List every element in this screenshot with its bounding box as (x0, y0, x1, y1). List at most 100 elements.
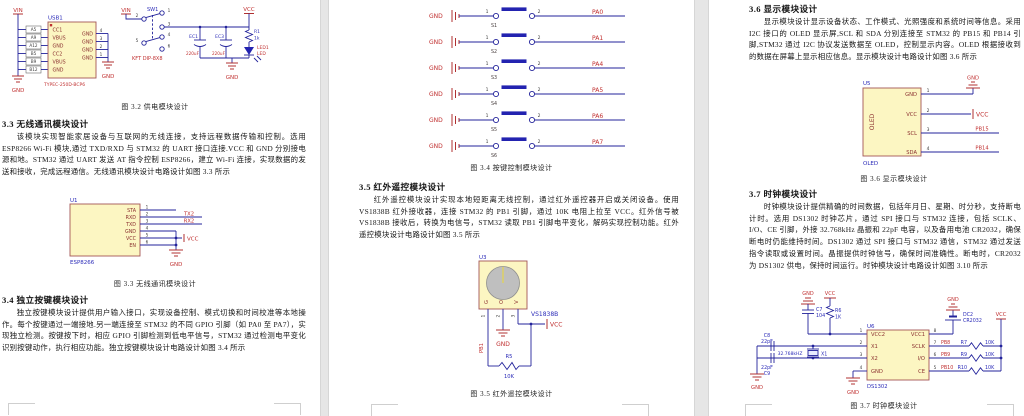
pin-number: 6 (934, 352, 937, 357)
vcc-label: VCC (976, 112, 988, 119)
pin-number: 2 (496, 314, 502, 317)
key-row: GND 1 2 S6 PA7 (429, 137, 625, 159)
pin-number: 1 (486, 87, 489, 93)
ir-designator: U3 (479, 255, 487, 261)
oled-inner-label: OLED (869, 113, 876, 130)
resistor-designator: R5 (506, 354, 513, 360)
vcc-label: VCC (243, 7, 255, 13)
pin-number: 1 (486, 61, 489, 67)
pin-label: TXD (125, 222, 136, 228)
pin-number: 4 (168, 32, 171, 37)
chip-designator: U1 (70, 198, 78, 204)
pin-number: 7 (934, 340, 937, 345)
pin-number: 3 (100, 36, 103, 41)
page-corner-mark (622, 404, 649, 416)
vcc-label: VCC (996, 312, 1007, 318)
key-row: GND 1 2 S4 PA5 (429, 85, 625, 107)
key-row: GND 1 2 S3 PA4 (429, 59, 625, 81)
figure-caption: 图 3.2 供电模块设计 (121, 103, 189, 111)
usb-inner-label: GND (53, 44, 64, 50)
resistor-value: 10K (985, 340, 995, 346)
battery-value: CR2032 (963, 318, 982, 324)
pin-number: 3 (927, 127, 930, 133)
usb-pin-name: B12 (29, 67, 38, 72)
usb-inner-label: CC1 (53, 28, 63, 34)
pin-number: 1 (860, 328, 863, 333)
crystal-value: 32.768kHZ (778, 351, 803, 357)
gnd-label: GND (429, 65, 443, 72)
led-designator: LED1 (257, 45, 269, 51)
pin-number: 3 (511, 314, 517, 317)
cap-value: 220uF (212, 51, 226, 56)
key-designator: S5 (491, 127, 497, 133)
resistor-designator: R10 (958, 365, 967, 371)
usb-inner-label: GND (82, 48, 93, 54)
pin-label: I/O (918, 356, 925, 362)
cap-designator: EC3 (215, 34, 224, 40)
figure-oled-schematic: U5 OLED GND VCC SCL SDA OLED 1 2 3 4 GND… (862, 76, 999, 167)
key-designator: S3 (491, 75, 497, 81)
net-label: PA7 (592, 139, 603, 146)
resistor-designator: R9 (961, 352, 967, 358)
pin-number: 2 (927, 108, 930, 114)
vin-label: VIN (13, 8, 23, 14)
page-corner-mark (987, 404, 1014, 416)
key-cap (501, 7, 527, 11)
battery-designator: DC2 (963, 312, 973, 318)
pin-number: 5 (136, 38, 139, 43)
pin-number: 1 (146, 205, 149, 210)
key-designator: S4 (491, 101, 497, 107)
key-cap (501, 85, 527, 89)
net-label-rx2: RX2 (184, 219, 194, 225)
usb-inner-label: GND (82, 56, 93, 62)
usb-inner-label: VBUS (53, 36, 66, 42)
key-row: GND 1 2 S5 PA6 (429, 111, 625, 133)
key-cap (501, 111, 527, 115)
pin-number: 1 (481, 314, 487, 317)
figure-ds1302-schematic: GND C7 104 VCC R6 1K U6 DS1302 VCC2 X1 X… (750, 291, 1007, 396)
pin-number: 2 (538, 35, 541, 41)
cap-designator: C9 (764, 371, 770, 377)
key-row: GND 1 2 S2 PA1 (429, 33, 625, 55)
oled-body (862, 87, 922, 157)
pin-number: 1 (927, 88, 930, 94)
pin-label: EN (129, 243, 136, 249)
net-label: PB9 (941, 352, 950, 358)
pin-number: 5 (934, 365, 937, 370)
pin-label: STA (127, 208, 137, 214)
resistor-designator: R6 (835, 308, 841, 314)
section-heading: 3.5 红外遥控模块设计 (359, 182, 446, 192)
vcc-label: VCC (825, 291, 836, 297)
pin-label: VCC (906, 112, 917, 118)
pin-number: 1 (486, 139, 489, 145)
gnd-label: GND (429, 91, 443, 98)
document-page-3: 3.6 显示模块设计 显示模块设计显示设备状态、工作模式、光照强度和系统时间等信… (709, 0, 1024, 416)
resistor-designator: R7 (961, 340, 967, 346)
pin-number: 6 (168, 44, 171, 49)
vcc-label: VCC (550, 322, 562, 329)
gnd-label: GND (802, 291, 814, 297)
usb-typec-circuit: VIN A5 A9 A12 B5 B9 B12 GND (12, 8, 115, 94)
pin-number: 1 (486, 113, 489, 119)
cap-value: 220uF (186, 51, 200, 56)
pin-label: RXD (126, 215, 137, 221)
document-page-2: GND 1 2 S1 PA0 GND 1 2 (329, 0, 694, 416)
section-heading: 3.3 无线通讯模块设计 (2, 119, 89, 129)
chip-part-number: ESP8266 (70, 260, 95, 266)
pin-number: 5 (146, 233, 149, 238)
usb-pin-name: A12 (29, 43, 38, 48)
section-heading: 3.7 时钟模块设计 (749, 189, 818, 199)
section-body: 时钟模块设计提供精确的时间数据，包括年月日、星期、时分秒，支持断电计时。选用 D… (749, 202, 1021, 270)
cap-value: 22pF (761, 365, 773, 371)
pin-number: 3 (860, 352, 863, 357)
key-cap (501, 33, 527, 37)
led-symbol (244, 47, 254, 55)
figure-caption: 图 3.3 无线通讯模块设计 (113, 280, 197, 288)
pin-label: SCL (907, 131, 917, 137)
net-label: PA6 (592, 113, 603, 120)
section-heading: 3.6 显示模块设计 (749, 4, 818, 14)
figure-esp8266-schematic: U1 ESP8266 STA RXD TXD GND VCC EN 1 2 3 … (69, 198, 202, 268)
usb-inner-label: VBUS (53, 60, 66, 66)
pin-label: VCC1 (911, 332, 925, 338)
